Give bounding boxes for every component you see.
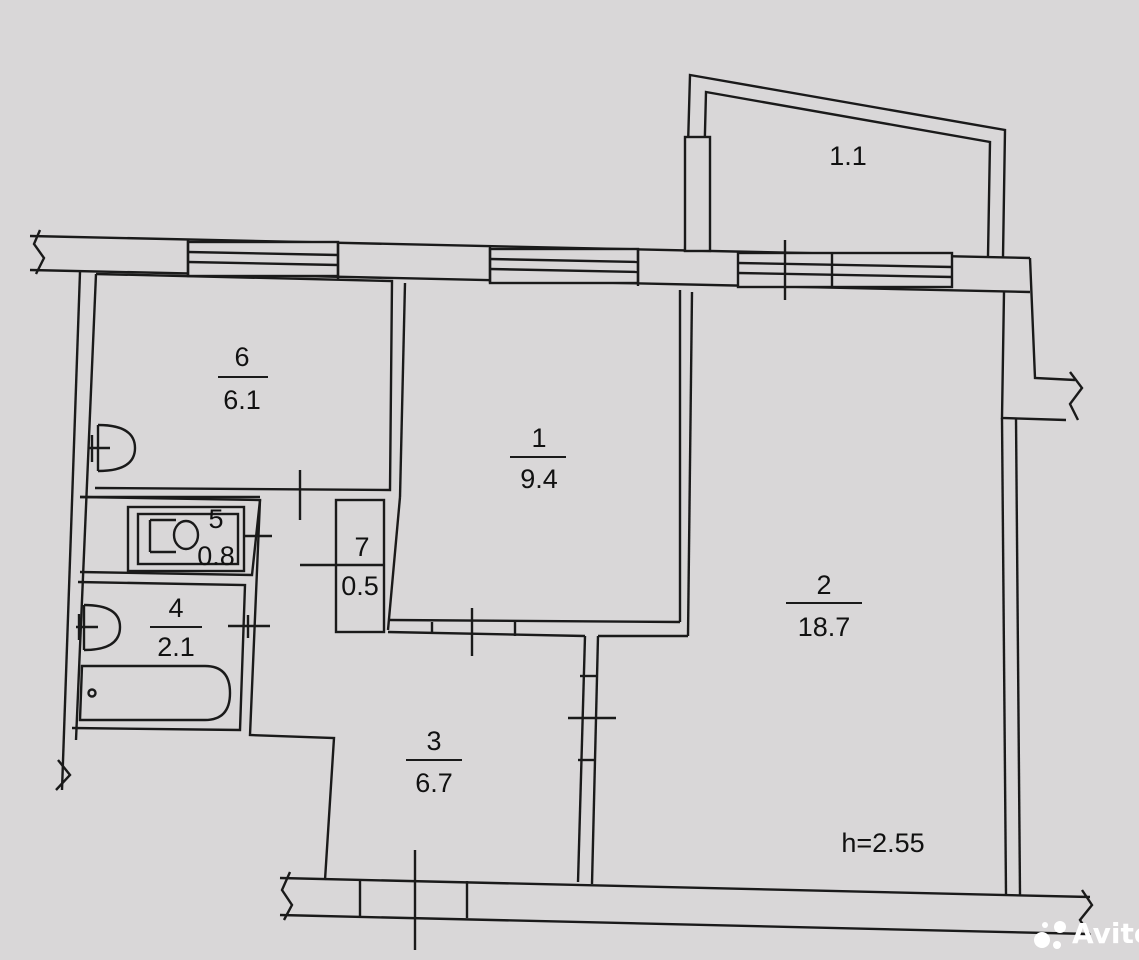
room-label-balcony: 1.1 [829,141,867,171]
window-2 [488,247,640,285]
room-5-walls [79,495,272,577]
ceiling-height: h=2.55 [841,828,924,858]
room-label-2: 2 18.7 [786,570,862,642]
room-label-4: 4 2.1 [150,593,202,662]
room-area: 2.1 [157,632,195,662]
watermark-text: Avito [1072,917,1139,950]
exterior-wall-right [1000,257,1084,896]
bathtub-icon [78,664,232,722]
room-number: 5 [208,504,223,534]
room-area: 0.8 [197,541,235,571]
room-label-5: 5 0.8 [197,504,235,571]
room-area: 18.7 [798,612,851,642]
exterior-wall-bottom [279,850,1094,950]
sink-icon [76,603,122,652]
room-number: 2 [816,570,831,600]
toilet-icon [148,518,200,554]
room-2-3-partition [568,634,688,885]
avito-watermark: Avito [1034,917,1139,950]
window-1 [186,240,340,278]
room-number: 4 [168,593,183,623]
room-number: 6 [234,342,249,372]
sink-icon [88,423,137,473]
room-number: 7 [354,532,369,562]
avito-logo-icon [1034,921,1066,949]
room-area: 0.5 [341,571,379,601]
room-label-6: 6 6.1 [218,342,268,415]
window-3 [736,251,954,289]
room-area: 9.4 [520,464,558,494]
exterior-wall-left [55,271,98,791]
closet-7-walls [300,498,386,634]
room-1-walls [386,290,694,656]
room-label-7: 7 0.5 [341,532,379,601]
room-area: 6.1 [223,385,261,415]
room-label-1: 1 9.4 [510,423,566,494]
room-4-walls [71,499,336,881]
room-label-3: 3 6.7 [406,726,462,798]
room-area: 6.7 [415,768,453,798]
balcony-outline [683,73,1007,258]
room-area: 1.1 [829,141,867,171]
room-number: 1 [531,423,546,453]
room-number: 3 [426,726,441,756]
